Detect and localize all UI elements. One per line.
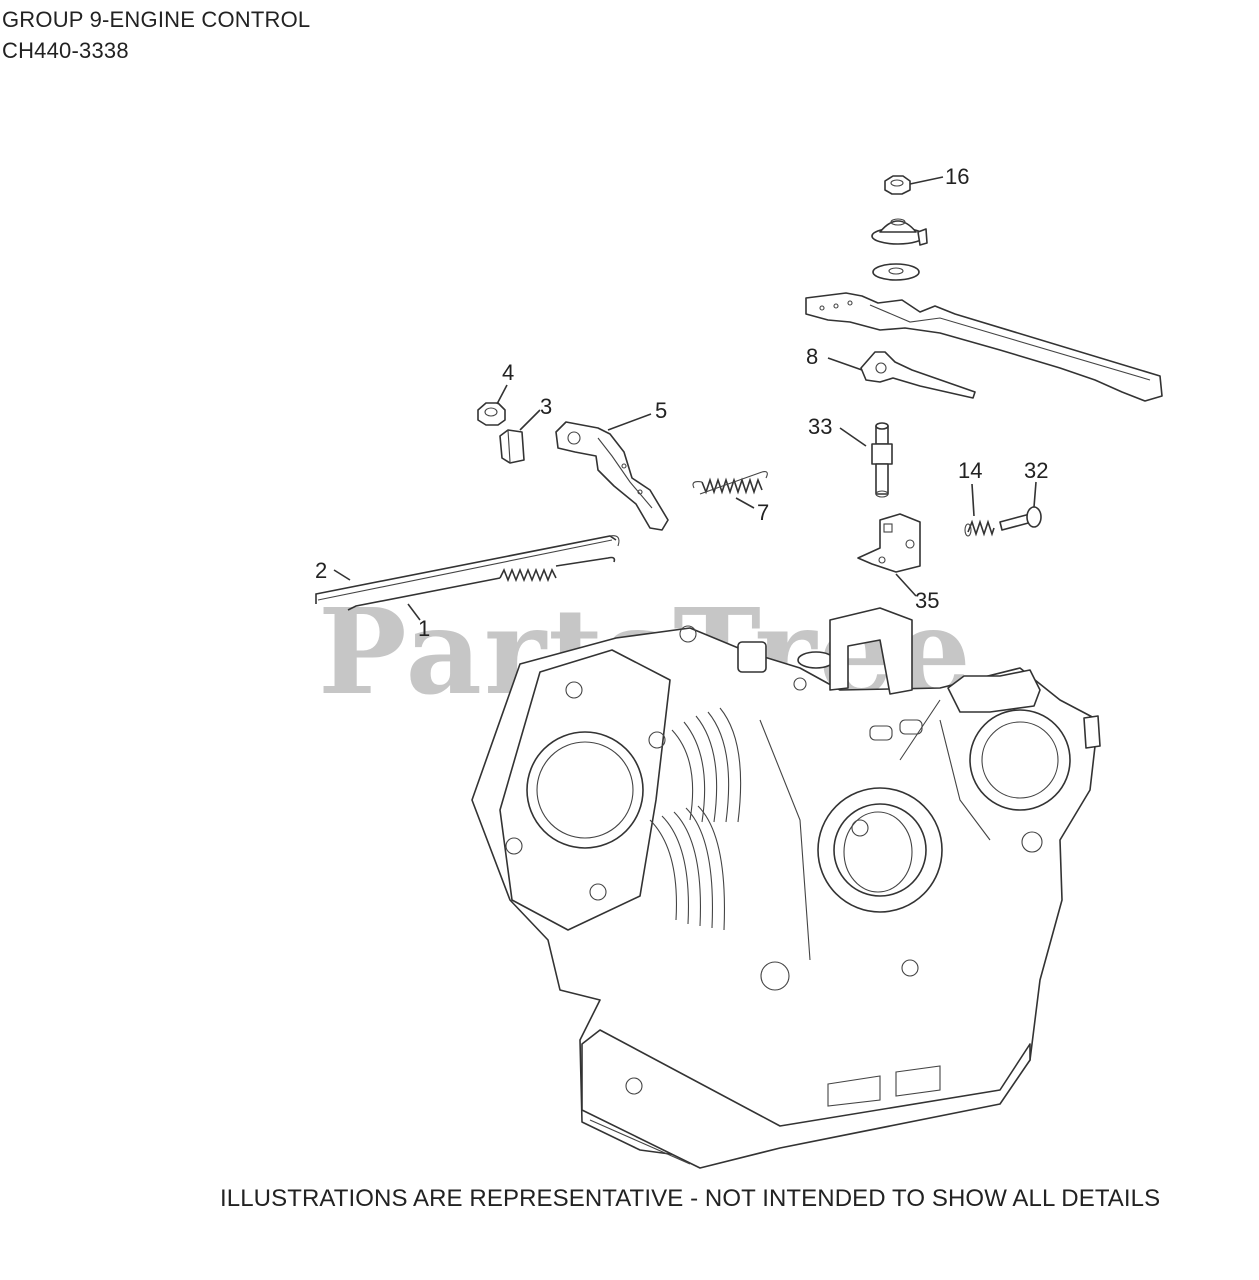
callout-16[interactable]: 16 [945, 164, 969, 189]
part-flat-washer[interactable] [872, 263, 920, 281]
part-7-spring[interactable] [692, 471, 768, 495]
part-16-nut[interactable] [884, 175, 911, 195]
part-1-rod-spring[interactable] [347, 556, 616, 611]
callout-32[interactable]: 32 [1024, 458, 1048, 483]
disclaimer-footer: ILLUSTRATIONS ARE REPRESENTATIVE - NOT I… [220, 1185, 1161, 1212]
part-8-plate[interactable] [860, 351, 976, 399]
model-number: CH440-3338 [2, 38, 129, 63]
callout-14[interactable]: 14 [958, 458, 982, 483]
part-washer-cone[interactable] [871, 218, 928, 246]
part-32-screw[interactable] [999, 506, 1042, 531]
part-3-bushing[interactable] [499, 429, 525, 464]
callout-5[interactable]: 5 [655, 398, 667, 423]
part-4-nut[interactable] [477, 402, 506, 426]
part-33-pin[interactable] [871, 422, 893, 498]
callout-4[interactable]: 4 [502, 360, 514, 385]
engine-crankcase[interactable] [471, 607, 1101, 1169]
part-14-spring[interactable] [964, 519, 995, 537]
callout-7[interactable]: 7 [757, 500, 769, 525]
part-2-rod[interactable] [315, 535, 620, 604]
part-5-governor-lever[interactable] [555, 421, 669, 531]
callout-8[interactable]: 8 [806, 344, 818, 369]
part-35-bracket[interactable] [857, 513, 921, 573]
callout-3[interactable]: 3 [540, 394, 552, 419]
callout-1[interactable]: 1 [418, 616, 430, 641]
callout-33[interactable]: 33 [808, 414, 832, 439]
callout-2[interactable]: 2 [315, 558, 327, 583]
leader-lines [333, 176, 1037, 621]
diagram-title: GROUP 9-ENGINE CONTROL [2, 7, 311, 32]
part-control-lever[interactable] [805, 292, 1163, 402]
callout-35[interactable]: 35 [915, 588, 939, 613]
